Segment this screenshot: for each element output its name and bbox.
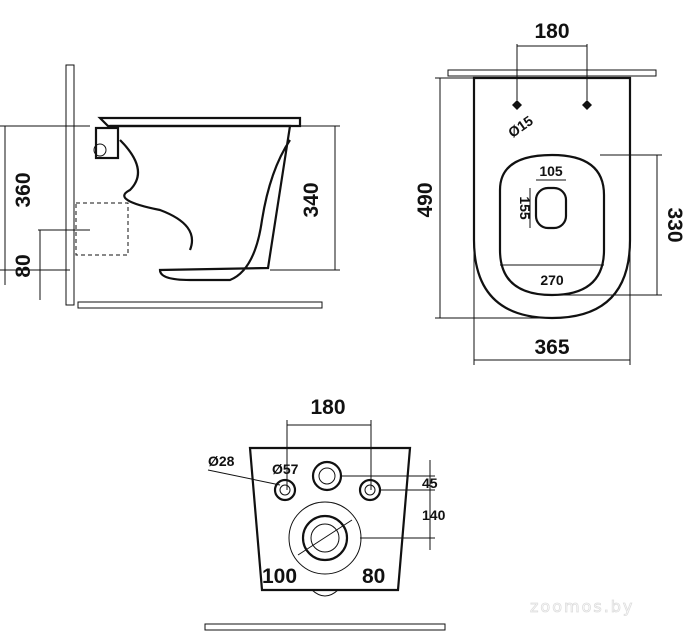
height-outlet-label: 80 — [12, 254, 35, 277]
fixing-distance-label: 180 — [310, 396, 345, 419]
inlet-hole — [93, 143, 107, 157]
inner-length-label: 330 — [663, 207, 685, 242]
outlet-pipe — [75, 202, 129, 256]
fixing-hole-left — [512, 100, 522, 110]
side-view: 360 340 80 — [0, 64, 340, 309]
drain-opening — [534, 186, 568, 230]
hole-inlet-label: Ø57 — [272, 461, 299, 477]
rear-view: 180 Ø28 Ø57 45 140 100 80 — [204, 396, 446, 631]
inlet-hole — [311, 460, 343, 492]
floor — [204, 623, 446, 631]
rear-outline — [248, 446, 412, 592]
width-label: 365 — [534, 336, 569, 359]
bowl-outline — [472, 76, 632, 320]
fixing-hole-right — [582, 100, 592, 110]
opening-depth-label: 155 — [517, 196, 533, 220]
trap-curve — [119, 139, 193, 251]
seat — [97, 116, 302, 128]
inlet — [94, 126, 120, 160]
seat-opening — [498, 153, 606, 297]
offset-top-label: 45 — [422, 475, 438, 491]
fixing-hole-label: Ø15 — [505, 112, 536, 140]
height-bowl-label: 340 — [300, 182, 323, 217]
outlet-bottom — [311, 589, 339, 597]
floor — [77, 301, 323, 309]
inner-width-label: 270 — [540, 272, 564, 288]
length-label: 490 — [414, 182, 437, 217]
hole-small-label: Ø28 — [208, 453, 235, 469]
wall — [447, 69, 657, 77]
watermark: zoomos.by — [530, 597, 634, 616]
fixing-distance-label: 180 — [534, 20, 569, 43]
wall — [65, 64, 75, 306]
height-total-label: 360 — [12, 172, 35, 207]
opening-width-label: 105 — [539, 163, 563, 179]
top-view: 180 Ø15 105 155 270 490 330 365 — [414, 20, 685, 365]
outlet-right-label: 80 — [362, 565, 385, 588]
offset-outlet-label: 140 — [422, 507, 446, 523]
outlet-left-label: 100 — [262, 565, 297, 588]
bowl-outline — [110, 124, 292, 282]
